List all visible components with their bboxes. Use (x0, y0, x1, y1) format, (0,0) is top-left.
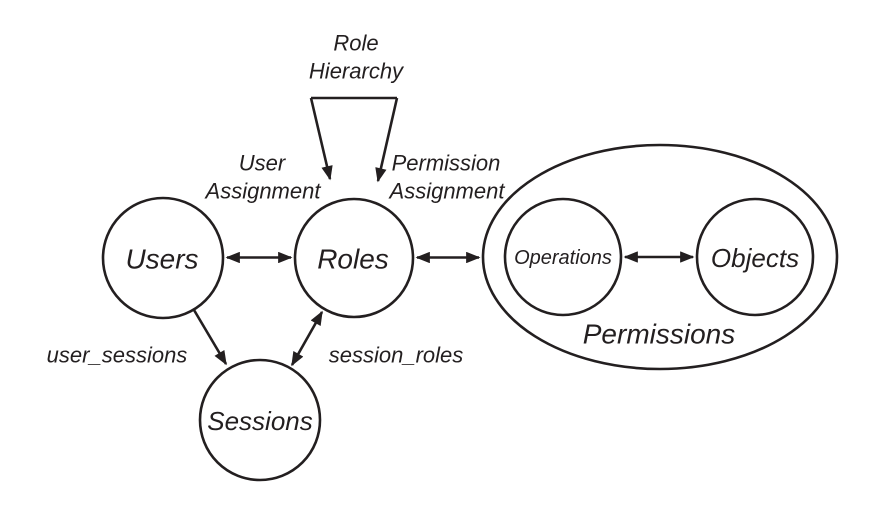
roles-node (293, 197, 415, 319)
objects-label: Objects (711, 243, 799, 273)
user-assignment-label-line1: User (239, 151, 287, 176)
user-sessions-label: user_sessions (47, 343, 188, 368)
users-sessions-arrow (192, 309, 228, 366)
role-hierarchy-label-line1: Role (333, 31, 378, 56)
operations-node (503, 197, 623, 317)
permission-assignment-label-line1: Permission (392, 151, 501, 176)
sessions-label: Sessions (207, 406, 313, 436)
user-assignment-label-line2: Assignment (204, 179, 322, 204)
roles-label: Roles (317, 244, 389, 275)
role-hierarchy-left-arrow (309, 97, 333, 181)
users-node (101, 196, 225, 320)
session-roles-label: session_roles (329, 343, 464, 368)
role-hierarchy-label-line2: Hierarchy (309, 59, 405, 84)
role-hierarchy-right-arrow (375, 97, 399, 183)
users-label: Users (125, 244, 198, 275)
sessions-roles-arrow (290, 310, 324, 367)
permission-assignment-label-line2: Assignment (388, 179, 506, 204)
permissions-label: Permissions (583, 319, 735, 350)
sessions-node (198, 358, 322, 482)
objects-node (695, 197, 815, 317)
operations-label: Operations (514, 247, 612, 269)
